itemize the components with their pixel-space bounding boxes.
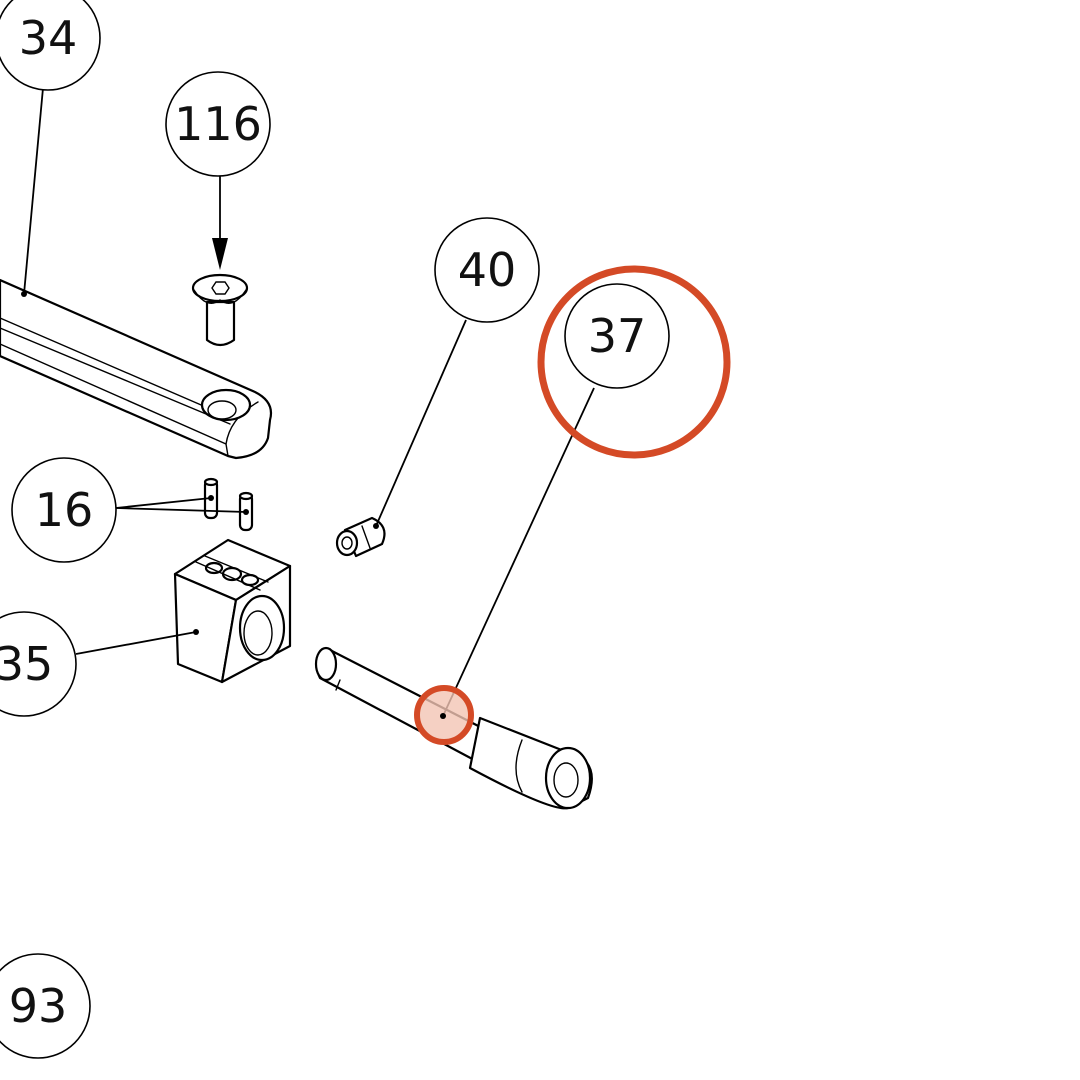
part-35-block: [173, 538, 292, 684]
leader-40-dot: [373, 523, 379, 529]
callout-16: 16: [11, 457, 117, 563]
leader-16a: [115, 497, 212, 509]
callout-93: 93: [0, 953, 91, 1059]
highlight-ring-large: [537, 265, 731, 459]
callout-40-label: 40: [458, 243, 517, 297]
leader-37-endpoint-dot: [440, 713, 446, 719]
leader-16b: [115, 507, 247, 513]
callout-34: 34: [0, 0, 101, 91]
callout-40: 40: [434, 217, 540, 323]
callout-35: 35: [0, 611, 77, 717]
callout-93-label: 93: [9, 979, 68, 1033]
callout-37: 37: [564, 283, 670, 389]
leader-34-dot: [21, 291, 27, 297]
leader-35-dot: [193, 629, 199, 635]
leader-16a-dot: [208, 495, 214, 501]
leader-40: [375, 319, 467, 527]
part-34-rail: [0, 278, 273, 460]
callout-16-label: 16: [35, 483, 94, 537]
callout-116-label: 116: [174, 97, 262, 151]
callout-37-label: 37: [588, 309, 647, 363]
leader-lines: [21, 87, 595, 719]
leader-116-arrowhead: [212, 238, 228, 270]
callout-116: 116: [165, 71, 271, 177]
part-16-dowel-pins: [203, 477, 254, 532]
leader-34: [23, 87, 44, 295]
leader-37: [442, 387, 595, 717]
part-116-screw: [191, 273, 249, 347]
callout-35-label: 35: [0, 637, 53, 691]
leader-35: [75, 631, 197, 655]
leader-16b-dot: [243, 509, 249, 515]
callout-34-label: 34: [19, 11, 78, 65]
